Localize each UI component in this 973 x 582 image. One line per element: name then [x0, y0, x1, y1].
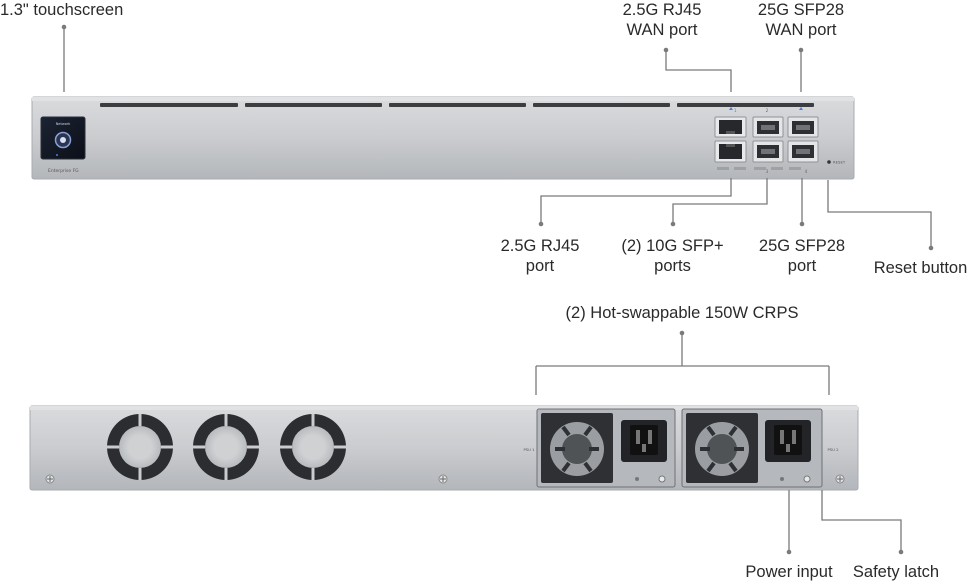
rj45-wan-port[interactable]	[714, 116, 747, 138]
vent-slot	[677, 103, 814, 107]
front-panel: Network Enterprise FG 1	[31, 96, 855, 180]
port-number: 3	[766, 169, 769, 174]
reset-button[interactable]	[827, 160, 831, 164]
reset-label: Reset button	[873, 259, 968, 277]
psu-2[interactable]	[681, 408, 823, 488]
sfp-plus-port[interactable]	[752, 140, 784, 163]
touchscreen[interactable]: Network	[40, 116, 86, 160]
vent-slot	[100, 103, 238, 107]
sfp-plus-port[interactable]	[752, 116, 784, 138]
psu-group-label: (2) Hot-swappable 150W CRPS	[565, 304, 799, 322]
port-number: 1	[734, 108, 737, 113]
brand-text: Enterprise FG	[48, 168, 79, 174]
rj45-lan-port[interactable]	[714, 140, 747, 163]
screw-icon	[835, 474, 845, 484]
leader-lines	[61, 24, 934, 555]
safety-latch[interactable]	[803, 475, 811, 483]
screw-icon	[438, 474, 448, 484]
port-number: 4	[805, 169, 808, 174]
psu-label: PSU 2	[827, 447, 839, 452]
sfp28-wan-port[interactable]	[787, 116, 819, 138]
rear-panel: PSU 1 PSU 2	[29, 405, 859, 491]
screw-icon	[45, 474, 55, 484]
fan-grille	[280, 414, 346, 480]
vent-slot	[245, 103, 382, 107]
fan-grille	[107, 414, 173, 480]
psu-label: PSU 1	[523, 447, 535, 452]
vent-slot	[389, 103, 526, 107]
port-number: 2	[766, 108, 769, 113]
reset-text: RESET	[833, 160, 846, 165]
sfp28-lan-port[interactable]	[787, 140, 819, 163]
sfp-plus-label: (2) 10G SFP+ports	[621, 237, 724, 275]
safety-latch-label: Safety latch	[852, 563, 940, 581]
screen-text: Network	[56, 122, 72, 126]
touchscreen-label: 1.3" touchscreen	[0, 1, 124, 19]
fan-grille	[193, 414, 259, 480]
psu-1[interactable]	[536, 408, 676, 488]
vent-slot	[533, 103, 670, 107]
power-input-label: Power input	[745, 563, 833, 581]
